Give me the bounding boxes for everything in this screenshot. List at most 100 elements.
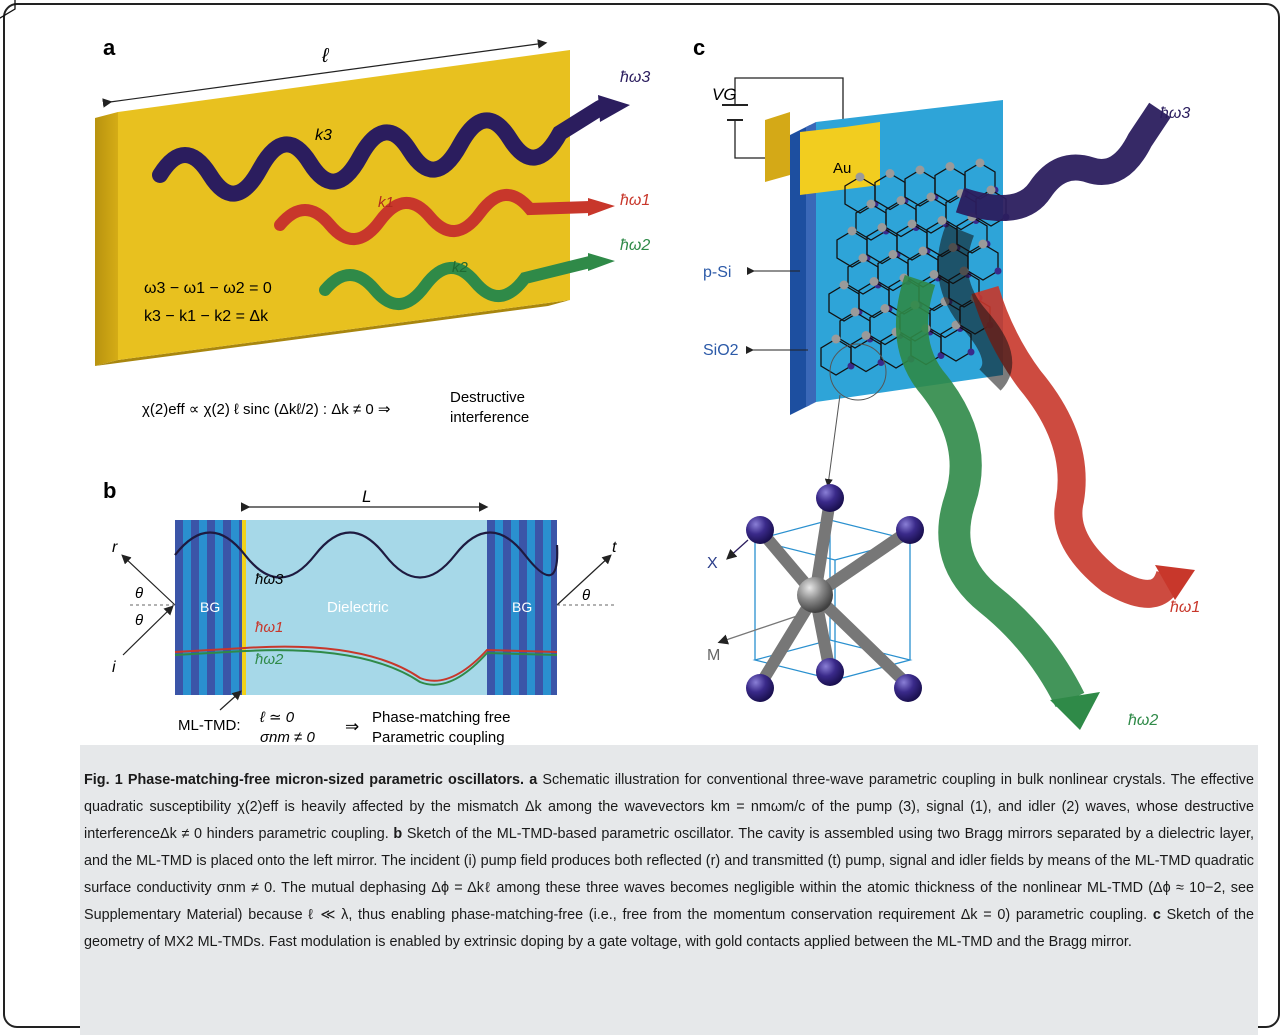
figure-caption: Fig. 1 Phase-matching-free micron-sized … (84, 767, 1254, 956)
i-label: i (112, 659, 116, 676)
metal-atom (888, 250, 898, 259)
cavity-length: L (362, 487, 371, 506)
metal-atom (831, 334, 841, 344)
metal-atom (915, 165, 925, 175)
metal-atom (861, 331, 871, 340)
length-arrow (102, 39, 548, 108)
w1-label-a: ħω1 (620, 192, 650, 209)
metal-atom (847, 226, 857, 236)
metal-atom (885, 169, 895, 178)
w2-label-c: ħω2 (1128, 712, 1158, 729)
metal-atom (945, 162, 955, 171)
equation-2: k3 − k1 − k2 = Δk (144, 308, 269, 325)
k2-arrowhead (588, 253, 615, 271)
formula-result-2: interference (450, 409, 529, 426)
x-pointer (726, 539, 749, 560)
metal-atom (986, 185, 996, 195)
m-label: M (707, 647, 720, 664)
equation-1: ω3 − ω1 − ω2 = 0 (144, 280, 272, 297)
ml-tmd-pointer (219, 690, 242, 711)
metal-atom (858, 253, 868, 263)
theta-r: θ (135, 585, 143, 602)
metal-atom (839, 280, 849, 290)
k1-label: k1 (378, 194, 394, 211)
vg-label: VG (712, 85, 737, 104)
theta-i: θ (135, 612, 143, 629)
pump-wave-b (174, 531, 559, 579)
w1-label-b: ħω1 (255, 619, 283, 636)
m-pointer (717, 614, 801, 645)
ray-incident (122, 605, 174, 656)
dielectric-label: Dielectric (327, 599, 389, 616)
ml-tmd-lattice (0, 0, 16, 19)
length-symbol: ℓ (321, 45, 330, 67)
ray-transmitted (556, 554, 612, 606)
gold-slab (118, 50, 570, 360)
metal-atom (978, 239, 988, 249)
psi-label: p-Si (703, 264, 731, 281)
formula: χ(2)eff ∝ χ(2) ℓ sinc (Δkℓ/2) : Δk ≠ 0 ⇒ (142, 401, 390, 418)
chalcogen-atom (967, 348, 975, 356)
au-pad (800, 122, 880, 195)
w2-label-b: ħω2 (255, 651, 284, 668)
bragg-mirror-right (487, 520, 557, 695)
caption-c-label: c (1152, 907, 1161, 923)
caption-background (80, 745, 1258, 1035)
k2-label: k2 (452, 259, 469, 276)
slab-bottom (95, 300, 570, 366)
k1-arrowhead (588, 198, 615, 216)
metal-atom (896, 196, 906, 205)
metal-atom (926, 192, 936, 202)
metal-atom (855, 172, 865, 182)
metal-atom (975, 158, 985, 168)
caption-c-text: Sketch of the geometry of MX2 ML-TMDs. F… (84, 907, 1255, 950)
caption-b-text: Sketch of the ML-TMD-based parametric os… (84, 826, 1255, 923)
w3-label-b: ħω3 (255, 571, 284, 588)
metal-atom (880, 304, 890, 313)
w3-label-c: ħω3 (1160, 105, 1190, 122)
k3-wave (152, 100, 608, 202)
metal-atom (877, 223, 887, 232)
bg-left-label: BG (200, 599, 220, 615)
caption-title: Fig. 1 Phase-matching-free micron-sized … (84, 772, 525, 788)
figure-graphic: a ℓ k3 k1 k2 ħω3 ħω1 ħω2 ω3 − ω1 − ω2 = … (0, 0, 1200, 745)
caption-a-text: Schematic illustration for conventional … (84, 772, 1254, 842)
ml-tmd-label: ML-TMD: (178, 717, 241, 734)
w1-label-c: ħω1 (1170, 599, 1200, 616)
idler-ribbon-c (896, 274, 1085, 708)
unit-cell-highlight (829, 343, 887, 401)
sio2-label: SiO2 (703, 342, 739, 359)
k3-arrowhead (598, 95, 630, 122)
lattice-hexagons (820, 158, 1010, 376)
k2-wave (319, 256, 596, 311)
panel-b-label: b (103, 478, 116, 503)
bragg-mirror-left (175, 520, 245, 695)
result-2: Parametric coupling (372, 729, 505, 745)
idler-arrowhead-c (1050, 692, 1100, 730)
chalcogen-atom (994, 267, 1002, 275)
signal-ribbon-c (971, 285, 1184, 608)
metal-atom (937, 216, 947, 225)
slab-side (95, 112, 118, 366)
w2-label-a: ħω2 (620, 237, 650, 254)
x-label: X (707, 555, 718, 572)
au-side (765, 112, 790, 182)
ml-tmd-layer (242, 520, 246, 695)
caption-a-label: a (529, 772, 538, 788)
unit-cell-pointer (824, 394, 841, 487)
metal-atom (869, 277, 879, 286)
panel-c-label: c (693, 35, 705, 60)
metal-atom (850, 307, 860, 317)
overlap-ribbon-c (937, 224, 1013, 391)
caption-b-label: b (393, 826, 403, 842)
k3-label: k3 (315, 127, 332, 144)
metal-atom (929, 270, 939, 279)
w3-label-a: ħω3 (620, 69, 650, 86)
cond-1: ℓ ≃ 0 (259, 709, 295, 726)
signal-wave-b (174, 645, 558, 682)
formula-result-1: Destructive (450, 389, 525, 406)
signal-arrowhead-c (1155, 565, 1195, 600)
bg-right-label: BG (512, 599, 532, 615)
theta-t: θ (582, 587, 590, 604)
pump-ribbon-c (955, 102, 1171, 221)
